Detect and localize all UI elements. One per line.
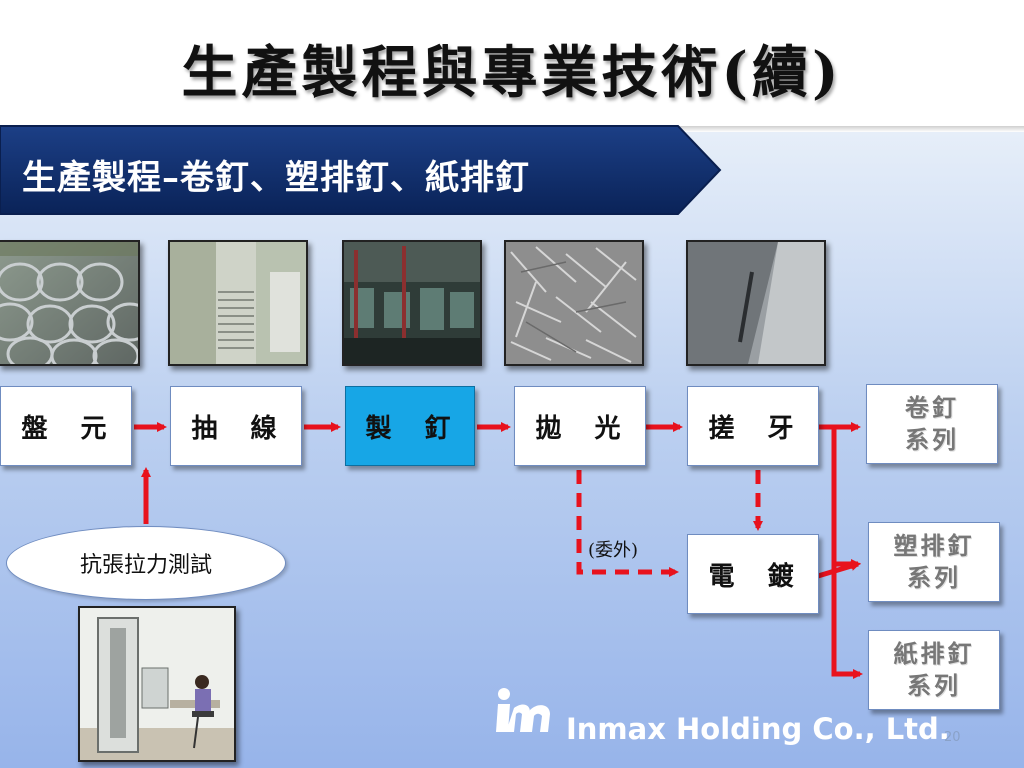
polished-nails-photo bbox=[504, 240, 644, 366]
step-plating: 電 鍍 bbox=[687, 534, 819, 614]
step-wire-drawing: 抽 線 bbox=[170, 386, 302, 466]
step-thread-rolling: 搓 牙 bbox=[687, 386, 819, 466]
step-nail-making: 製 釘 bbox=[345, 386, 475, 466]
output-line-1: 卷釘 bbox=[905, 393, 959, 422]
wire-coil-photo bbox=[0, 240, 140, 366]
output-line-1: 塑排釘 bbox=[893, 531, 975, 560]
company-name: Inmax Holding Co., Ltd. bbox=[566, 712, 950, 746]
thread-rolling-photo bbox=[686, 240, 826, 366]
tensile-test-photo bbox=[78, 606, 236, 762]
tensile-test-label: 抗張拉力測試 bbox=[79, 553, 212, 578]
step-wire-rod: 盤 元 bbox=[0, 386, 132, 466]
tensile-test-ellipse: 抗張拉力測試 bbox=[6, 526, 286, 600]
company-logo-icon bbox=[496, 688, 550, 732]
page-number: 20 bbox=[944, 730, 961, 745]
nail-making-machine-photo bbox=[342, 240, 482, 366]
outsourced-note: (委外) bbox=[588, 540, 639, 561]
output-line-1: 紙排釘 bbox=[893, 639, 975, 668]
output-line-2: 系列 bbox=[905, 425, 959, 454]
output-line-2: 系列 bbox=[907, 671, 961, 700]
output-paper-strip-nail-series: 紙排釘系列 bbox=[868, 630, 1000, 710]
output-plastic-strip-nail-series: 塑排釘系列 bbox=[868, 522, 1000, 602]
output-line-2: 系列 bbox=[907, 563, 961, 592]
output-coil-nail-series: 卷釘系列 bbox=[866, 384, 998, 464]
step-polishing: 拋 光 bbox=[514, 386, 646, 466]
wire-drawing-photo bbox=[168, 240, 308, 366]
section-banner bbox=[0, 125, 722, 215]
slide-title: 生產製程與專業技術(續) bbox=[181, 40, 843, 106]
section-banner-text: 生產製程–卷釘、塑排釘、紙排釘 bbox=[22, 158, 530, 198]
